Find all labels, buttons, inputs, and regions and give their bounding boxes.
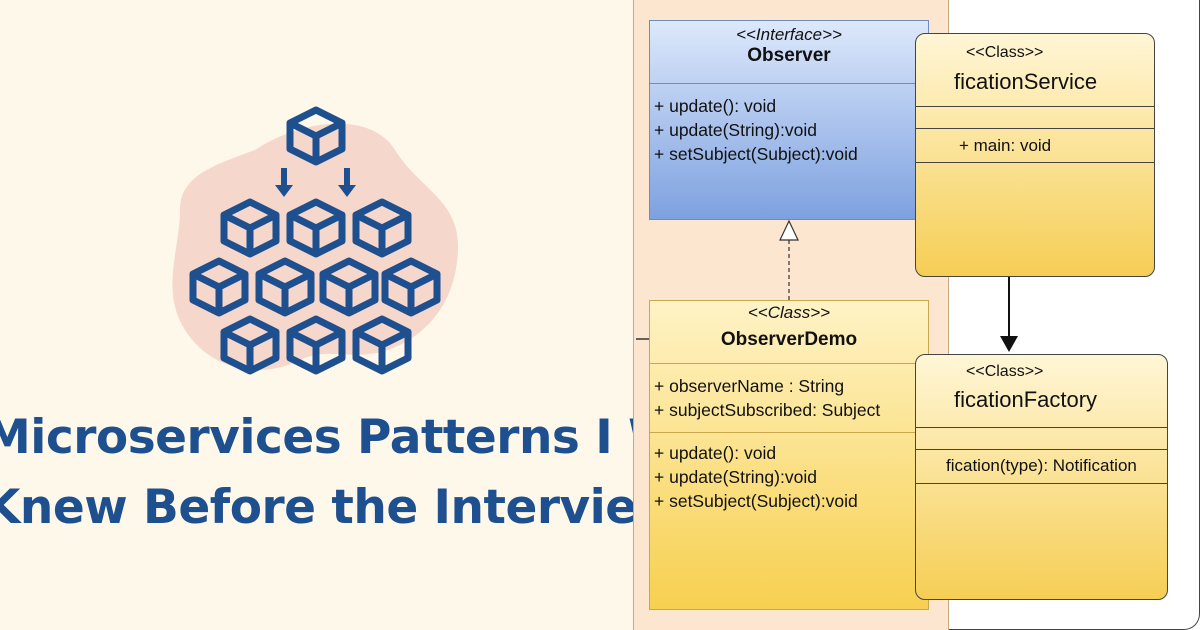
cube-shape [220,315,280,375]
headline-line-1: Microservices Patterns I Wish I [0,410,640,465]
observer-interface-box: <<Interface>> Observer + update(): void … [649,20,929,220]
headline-line-2: Knew Before the Interview [0,480,640,535]
observerdemo-class-box: <<Class>> ObserverDemo + observerName : … [649,300,929,610]
demo-field: + subjectSubscribed: Subject [654,400,881,420]
factory-class-name: ficationFactory [954,387,1098,412]
service-stereotype: <<Class>> [966,44,1044,61]
factory-method: fication(type): Notification [946,456,1137,475]
cube-shape [220,198,280,258]
observer-method: + update(String):void [654,120,817,140]
cube-shape [352,315,412,375]
cube-shape [352,198,412,258]
service-method: + main: void [959,136,1052,155]
observer-stereotype: <<Interface>> [736,25,842,44]
cube-shape [189,257,249,317]
service-class-name: ficationService [954,69,1098,94]
demo-stereotype: <<Class>> [747,303,831,322]
demo-method: + update(): void [654,443,777,463]
observer-method: + update(): void [654,96,777,116]
notification-service-box: <<Class>> ficationService + main: void [915,33,1155,277]
cubes-icon [189,106,441,375]
demo-method: + update(String):void [654,467,817,487]
cube-shape [286,106,346,166]
notification-factory-box: <<Class>> ficationFactory fication(type)… [915,354,1168,600]
demo-field: + observerName : String [654,376,845,396]
arrow-down-icon [275,168,293,197]
observer-class-name: Observer [747,45,831,66]
arrow-down-icon [338,168,356,197]
cube-shape [319,257,379,317]
demo-method: + setSubject(Subject):void [654,491,858,511]
cube-shape [255,257,315,317]
factory-stereotype: <<Class>> [966,363,1044,380]
cover-art: Microservices Patterns I Wish I Knew Bef… [0,106,640,535]
observer-method: + setSubject(Subject):void [654,144,858,164]
demo-class-name: ObserverDemo [720,329,858,350]
cube-shape [381,257,441,317]
cube-shape [286,198,346,258]
cube-shape [286,315,346,375]
